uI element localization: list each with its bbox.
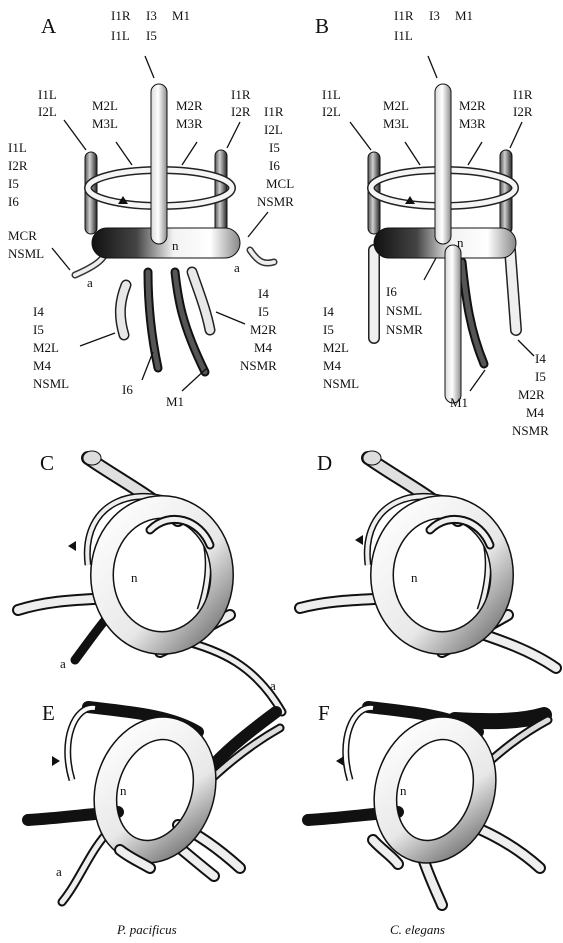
- b-bottom-mid-label: NSMR: [386, 322, 423, 337]
- a-n-label: n: [172, 238, 179, 253]
- e-n-label: n: [120, 783, 127, 798]
- b-upper-right-label: I1R: [513, 87, 533, 102]
- panel-c: C n a a: [18, 451, 282, 712]
- panel-b-nerve-ring-drawing: [368, 84, 516, 403]
- panel-c-nerve-ring-drawing: [18, 451, 282, 712]
- species-label-right: C. elegans: [390, 922, 445, 937]
- b-bottom-left-label: M2L: [323, 340, 349, 355]
- a-bottom-left-label: I5: [33, 322, 44, 337]
- a-upper-left-label: I2L: [38, 104, 57, 119]
- b-upper-left-label: I2L: [322, 104, 341, 119]
- a-top-label: I1R: [111, 8, 131, 23]
- a-bottom-right-label: I5: [258, 304, 269, 319]
- a-right-side-label: MCL: [266, 176, 294, 191]
- b-bottom-right-label: I5: [535, 369, 546, 384]
- f-n-label: n: [400, 783, 407, 798]
- a-mid-left-label: M2L: [92, 98, 118, 113]
- a-right-side-label: I1R: [264, 104, 284, 119]
- a-a-left-label: a: [87, 275, 93, 290]
- b-bottom-mid-label: NSML: [386, 303, 422, 318]
- species-label-left: P. pacificus: [116, 922, 177, 937]
- b-n-label: n: [457, 235, 464, 250]
- b-top-label: I1R: [394, 8, 414, 23]
- a-bottom-right-label: NSMR: [240, 358, 277, 373]
- c-a-label: a: [60, 656, 66, 671]
- b-mid-right-label: M2R: [459, 98, 486, 113]
- a-left-side-label: MCR: [8, 228, 37, 243]
- b-top-label: I3: [429, 8, 440, 23]
- b-top-label: M1: [455, 8, 473, 23]
- b-bottom-left-label: I5: [323, 322, 334, 337]
- a-mid-right-label: M2R: [176, 98, 203, 113]
- panel-d-nerve-ring-drawing: [300, 451, 556, 668]
- a-left-side-label: I5: [8, 176, 19, 191]
- b-bottom-left-label: I4: [323, 304, 334, 319]
- panel-f-nerve-ring-drawing: [308, 707, 548, 905]
- panel-e-nerve-ring-drawing: [28, 707, 280, 902]
- b-bottom-right-label: M4: [526, 405, 545, 420]
- panel-a: A I1R I3 M1 I1L I5 I1L I2L M2L M3L M2R M…: [8, 8, 294, 409]
- panel-e: E n a: [28, 701, 280, 902]
- b-bottom-right-label: NSMR: [512, 423, 549, 438]
- a-bottom-mid-label: I6: [122, 382, 133, 397]
- b-m1-label: M1: [450, 395, 468, 410]
- a-top-label: M1: [172, 8, 190, 23]
- a-bottom-left-label: NSML: [33, 376, 69, 391]
- panel-d: D n: [300, 451, 556, 668]
- a-bottom-left-label: M4: [33, 358, 52, 373]
- b-top-label: I1L: [394, 28, 413, 43]
- panel-f: F n: [308, 701, 548, 905]
- a-mid-right-label: M3R: [176, 116, 203, 131]
- b-bottom-mid-label: I6: [386, 284, 397, 299]
- a-bottom-left-label: M2L: [33, 340, 59, 355]
- panel-e-letter: E: [42, 701, 55, 725]
- a-top-label: I3: [146, 8, 157, 23]
- a-bottom-mid-label: M1: [166, 394, 184, 409]
- panel-b-letter: B: [315, 14, 329, 38]
- a-mid-left-label: M3L: [92, 116, 118, 131]
- a-left-side-label: I1L: [8, 140, 27, 155]
- b-bottom-right-label: I4: [535, 351, 546, 366]
- a-right-side-label: I2L: [264, 122, 283, 137]
- b-bottom-left-label: NSML: [323, 376, 359, 391]
- a-left-side-label: NSML: [8, 246, 44, 261]
- a-left-side-label: I6: [8, 194, 19, 209]
- a-a-right-label: a: [234, 260, 240, 275]
- c-n-label: n: [131, 570, 138, 585]
- a-bottom-right-label: I4: [258, 286, 269, 301]
- a-bottom-right-label: M2R: [250, 322, 277, 337]
- b-bottom-left-label: M4: [323, 358, 342, 373]
- a-left-side-label: I2R: [8, 158, 28, 173]
- panel-c-letter: C: [40, 451, 54, 475]
- b-mid-right-label: M3R: [459, 116, 486, 131]
- d-n-label: n: [411, 570, 418, 585]
- a-top-label: I5: [146, 28, 157, 43]
- b-bottom-right-label: M2R: [518, 387, 545, 402]
- e-a-label: a: [56, 864, 62, 879]
- panel-a-letter: A: [41, 14, 57, 38]
- panel-d-letter: D: [317, 451, 332, 475]
- a-upper-right-label: I2R: [231, 104, 251, 119]
- a-bottom-left-label: I4: [33, 304, 44, 319]
- b-mid-left-label: M2L: [383, 98, 409, 113]
- c-a-label: a: [270, 678, 276, 693]
- a-top-label: I1L: [111, 28, 130, 43]
- a-upper-left-label: I1L: [38, 87, 57, 102]
- a-right-side-label: I5: [269, 140, 280, 155]
- a-upper-right-label: I1R: [231, 87, 251, 102]
- a-right-side-label: I6: [269, 158, 280, 173]
- panel-b: B I1R I3 M1 I1L I1L I2L M2L M3L M2R M3R …: [315, 8, 549, 438]
- b-mid-left-label: M3L: [383, 116, 409, 131]
- b-upper-right-label: I2R: [513, 104, 533, 119]
- panel-f-letter: F: [318, 701, 330, 725]
- a-bottom-right-label: M4: [254, 340, 273, 355]
- a-right-side-label: NSMR: [257, 194, 294, 209]
- b-upper-left-label: I1L: [322, 87, 341, 102]
